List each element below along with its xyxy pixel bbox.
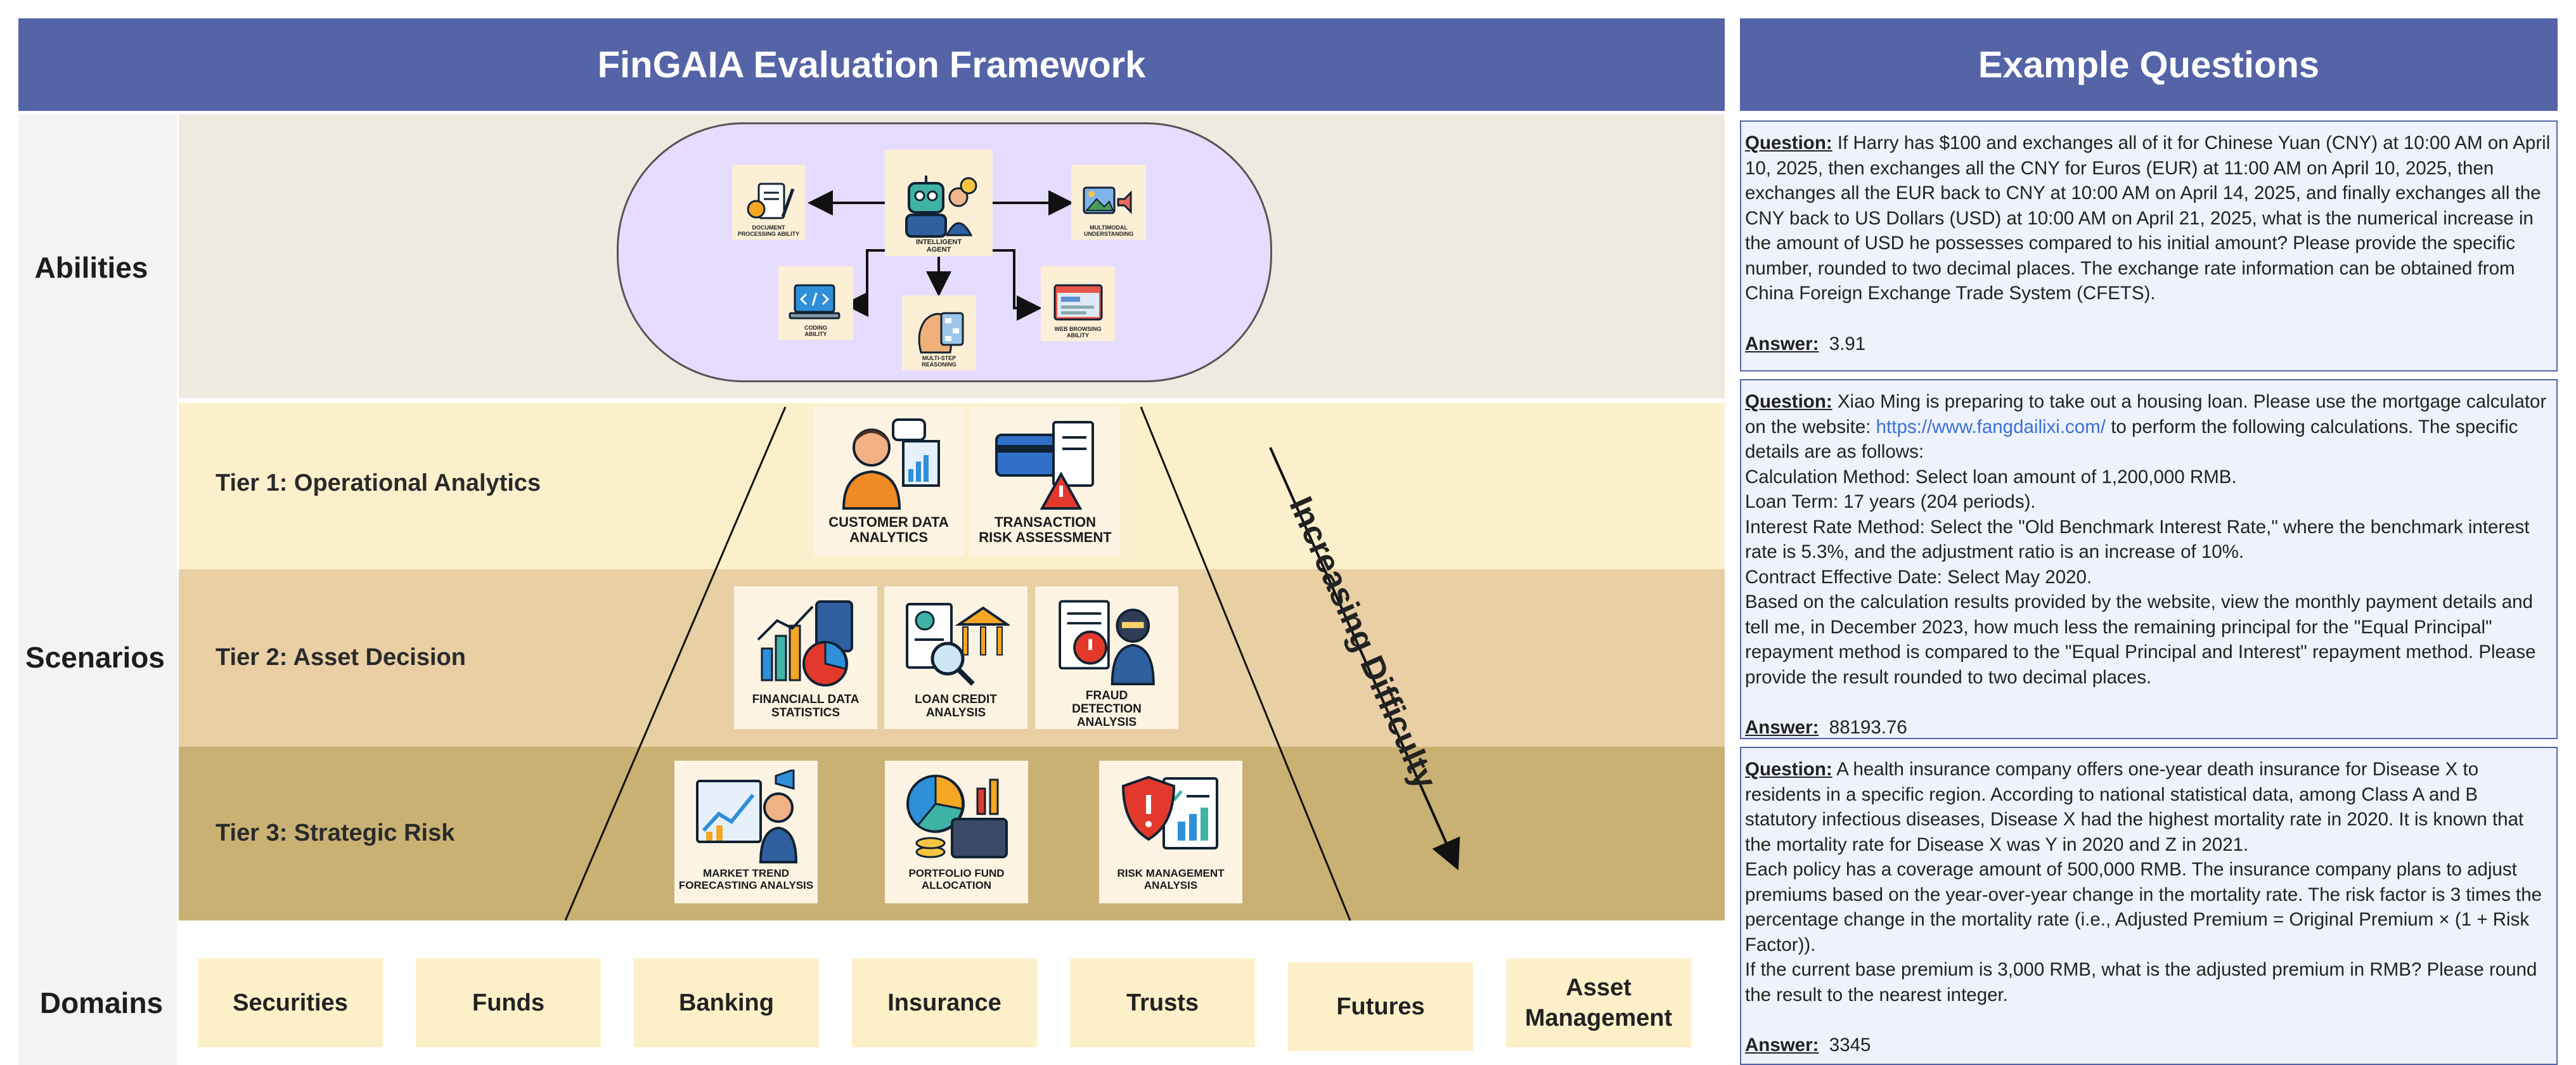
examples-title-banner: Example Questions (1740, 18, 2558, 111)
scenario-label-customer-data: CUSTOMER DATA ANALYTICS (828, 514, 949, 545)
framework-title-banner: FinGAIA Evaluation Framework (18, 18, 1725, 111)
domain-futures: Futures (1288, 962, 1473, 1051)
question-label: Question: (1745, 132, 1832, 153)
answer-label: Answer: (1745, 1035, 1819, 1055)
domain-trusts: Trusts (1070, 958, 1255, 1047)
scenario-card-customer-data: CUSTOMER DATA ANALYTICS (813, 407, 964, 556)
question-detail: Interest Rate Method: Select the "Old Be… (1745, 516, 2530, 563)
question-text: If Harry has $100 and exchanges all of i… (1745, 132, 2551, 304)
answer-label: Answer: (1745, 717, 1819, 738)
scenario-card-fraud-detection: FRAUD DETECTION ANALYSIS (1035, 586, 1178, 729)
domain-insurance: Insurance (852, 958, 1037, 1047)
scenario-card-loan-credit: LOAN CREDIT ANALYSIS (884, 586, 1027, 729)
tier1-label: Tier 1: Operational Analytics (216, 470, 541, 496)
scenario-label-fraud-detection: FRAUD DETECTION ANALYSIS (1072, 689, 1142, 729)
question-text: Xiao Ming is preparing to take out a hou… (1745, 391, 2547, 437)
section-label-abilities: Abilities (34, 251, 148, 284)
domain-banking: Banking (634, 958, 819, 1047)
section-sidebar (18, 114, 177, 1065)
scenario-label-market-trend: MARKET TREND FORECASTING ANALYSIS (678, 867, 814, 891)
examples-title: Example Questions (1978, 44, 2320, 86)
domain-securities: Securities (198, 958, 383, 1047)
scenario-card-risk-management: RISK MANAGEMENT ANALYSIS (1099, 761, 1242, 903)
ability-label-multi-step: MULTI-STEP REASONING (922, 355, 956, 368)
ability-intelligent-agent: INTELLIGENT AGENT (885, 150, 993, 256)
scenario-card-transaction-risk: TRANSACTION RISK ASSESSMENT (970, 407, 1121, 556)
question-detail: Loan Term: 17 years (204 periods). (1745, 491, 2036, 512)
question-label: Question: (1745, 759, 1832, 780)
question-detail: Based on the calculation results provide… (1745, 591, 2536, 688)
scenario-card-market-trend: MARKET TREND FORECASTING ANALYSIS (674, 761, 818, 903)
financial-statistics-icon (757, 600, 853, 687)
answer-label: Answer: (1745, 333, 1819, 354)
difficulty-pyramid (564, 406, 1460, 921)
tier3-label: Tier 3: Strategic Risk (216, 820, 455, 846)
tier2-label: Tier 2: Asset Decision (216, 644, 466, 671)
example-question-3: Question: A health insurance company off… (1740, 747, 2558, 1065)
answer-value: 3.91 (1829, 333, 1866, 354)
portfolio-briefcase-icon (906, 775, 1008, 858)
domain-asset-management: Asset Management (1506, 958, 1691, 1047)
reasoning-head-icon (918, 312, 963, 354)
example-question-2: Question: Xiao Ming is preparing to take… (1740, 379, 2558, 739)
ability-label-intelligent-agent: INTELLIGENT AGENT (915, 238, 962, 254)
framework-title: FinGAIA Evaluation Framework (597, 44, 1146, 86)
scenario-card-financial-statistics: FINANCIALL DATA STATISTICS (734, 586, 877, 729)
document-gear-icon (747, 183, 794, 219)
answer-value: 3345 (1829, 1035, 1871, 1055)
ability-multimodal: MULTIMODAL UNDERSTANDING (1071, 165, 1146, 240)
calculator-link[interactable]: https://www.fangdailixi.com/ (1876, 416, 2106, 437)
question-detail: Contract Effective Date: Select May 2020… (1745, 566, 2092, 588)
market-trend-icon (696, 770, 798, 863)
ability-document-processing: DOCUMENT PROCESSING ABILITY (732, 165, 805, 240)
question-detail: If the current base premium is 3,000 RMB… (1745, 959, 2537, 1005)
question-label: Question: (1745, 391, 1832, 412)
fraud-detection-icon (1059, 600, 1155, 685)
transaction-risk-icon (995, 421, 1094, 510)
ability-coding: CODING ABILITY (778, 266, 853, 340)
ability-connector-arrows (808, 190, 1074, 321)
scenario-label-loan-credit: LOAN CREDIT ANALYSIS (915, 693, 997, 720)
loan-bank-icon (906, 603, 1010, 686)
scenario-label-financial-statistics: FINANCIALL DATA STATISTICS (752, 693, 860, 720)
ability-web-browsing: WEB BROWSING ABILITY (1041, 266, 1115, 341)
customer-analytics-icon (842, 418, 940, 510)
question-detail: Each policy has a coverage amount of 500… (1745, 859, 2542, 955)
scenario-label-transaction-risk: TRANSACTION RISK ASSESSMENT (979, 514, 1112, 545)
ability-label-web-browsing: WEB BROWSING ABILITY (1054, 326, 1102, 339)
question-detail: Calculation Method: Select loan amount o… (1745, 466, 2237, 487)
ability-label-document-processing: DOCUMENT PROCESSING ABILITY (737, 224, 800, 237)
scenario-label-risk-management: RISK MANAGEMENT ANALYSIS (1117, 867, 1225, 891)
risk-shield-icon (1121, 775, 1218, 849)
answer-value: 88193.76 (1829, 717, 1907, 738)
domain-funds: Funds (416, 958, 601, 1047)
multimodal-media-icon (1083, 186, 1132, 214)
question-text-continued: to perform the following calculations. T… (1745, 416, 2518, 463)
section-label-domains: Domains (39, 986, 164, 1019)
ability-label-multimodal: MULTIMODAL UNDERSTANDING (1083, 224, 1134, 237)
ability-label-coding: CODING ABILITY (804, 325, 827, 337)
web-browser-icon (1053, 284, 1102, 321)
laptop-code-icon (789, 284, 840, 320)
ability-multi-step: MULTI-STEP REASONING (902, 295, 976, 370)
scenario-card-portfolio-fund: PORTFOLIO FUND ALLOCATION (885, 761, 1028, 903)
section-label-scenarios: Scenarios (25, 641, 165, 674)
robot-agent-icon (905, 176, 977, 238)
scenario-label-portfolio-fund: PORTFOLIO FUND ALLOCATION (908, 867, 1005, 891)
question-text: A health insurance company offers one-ye… (1745, 759, 2524, 855)
example-question-1: Question: If Harry has $100 and exchange… (1740, 120, 2558, 371)
